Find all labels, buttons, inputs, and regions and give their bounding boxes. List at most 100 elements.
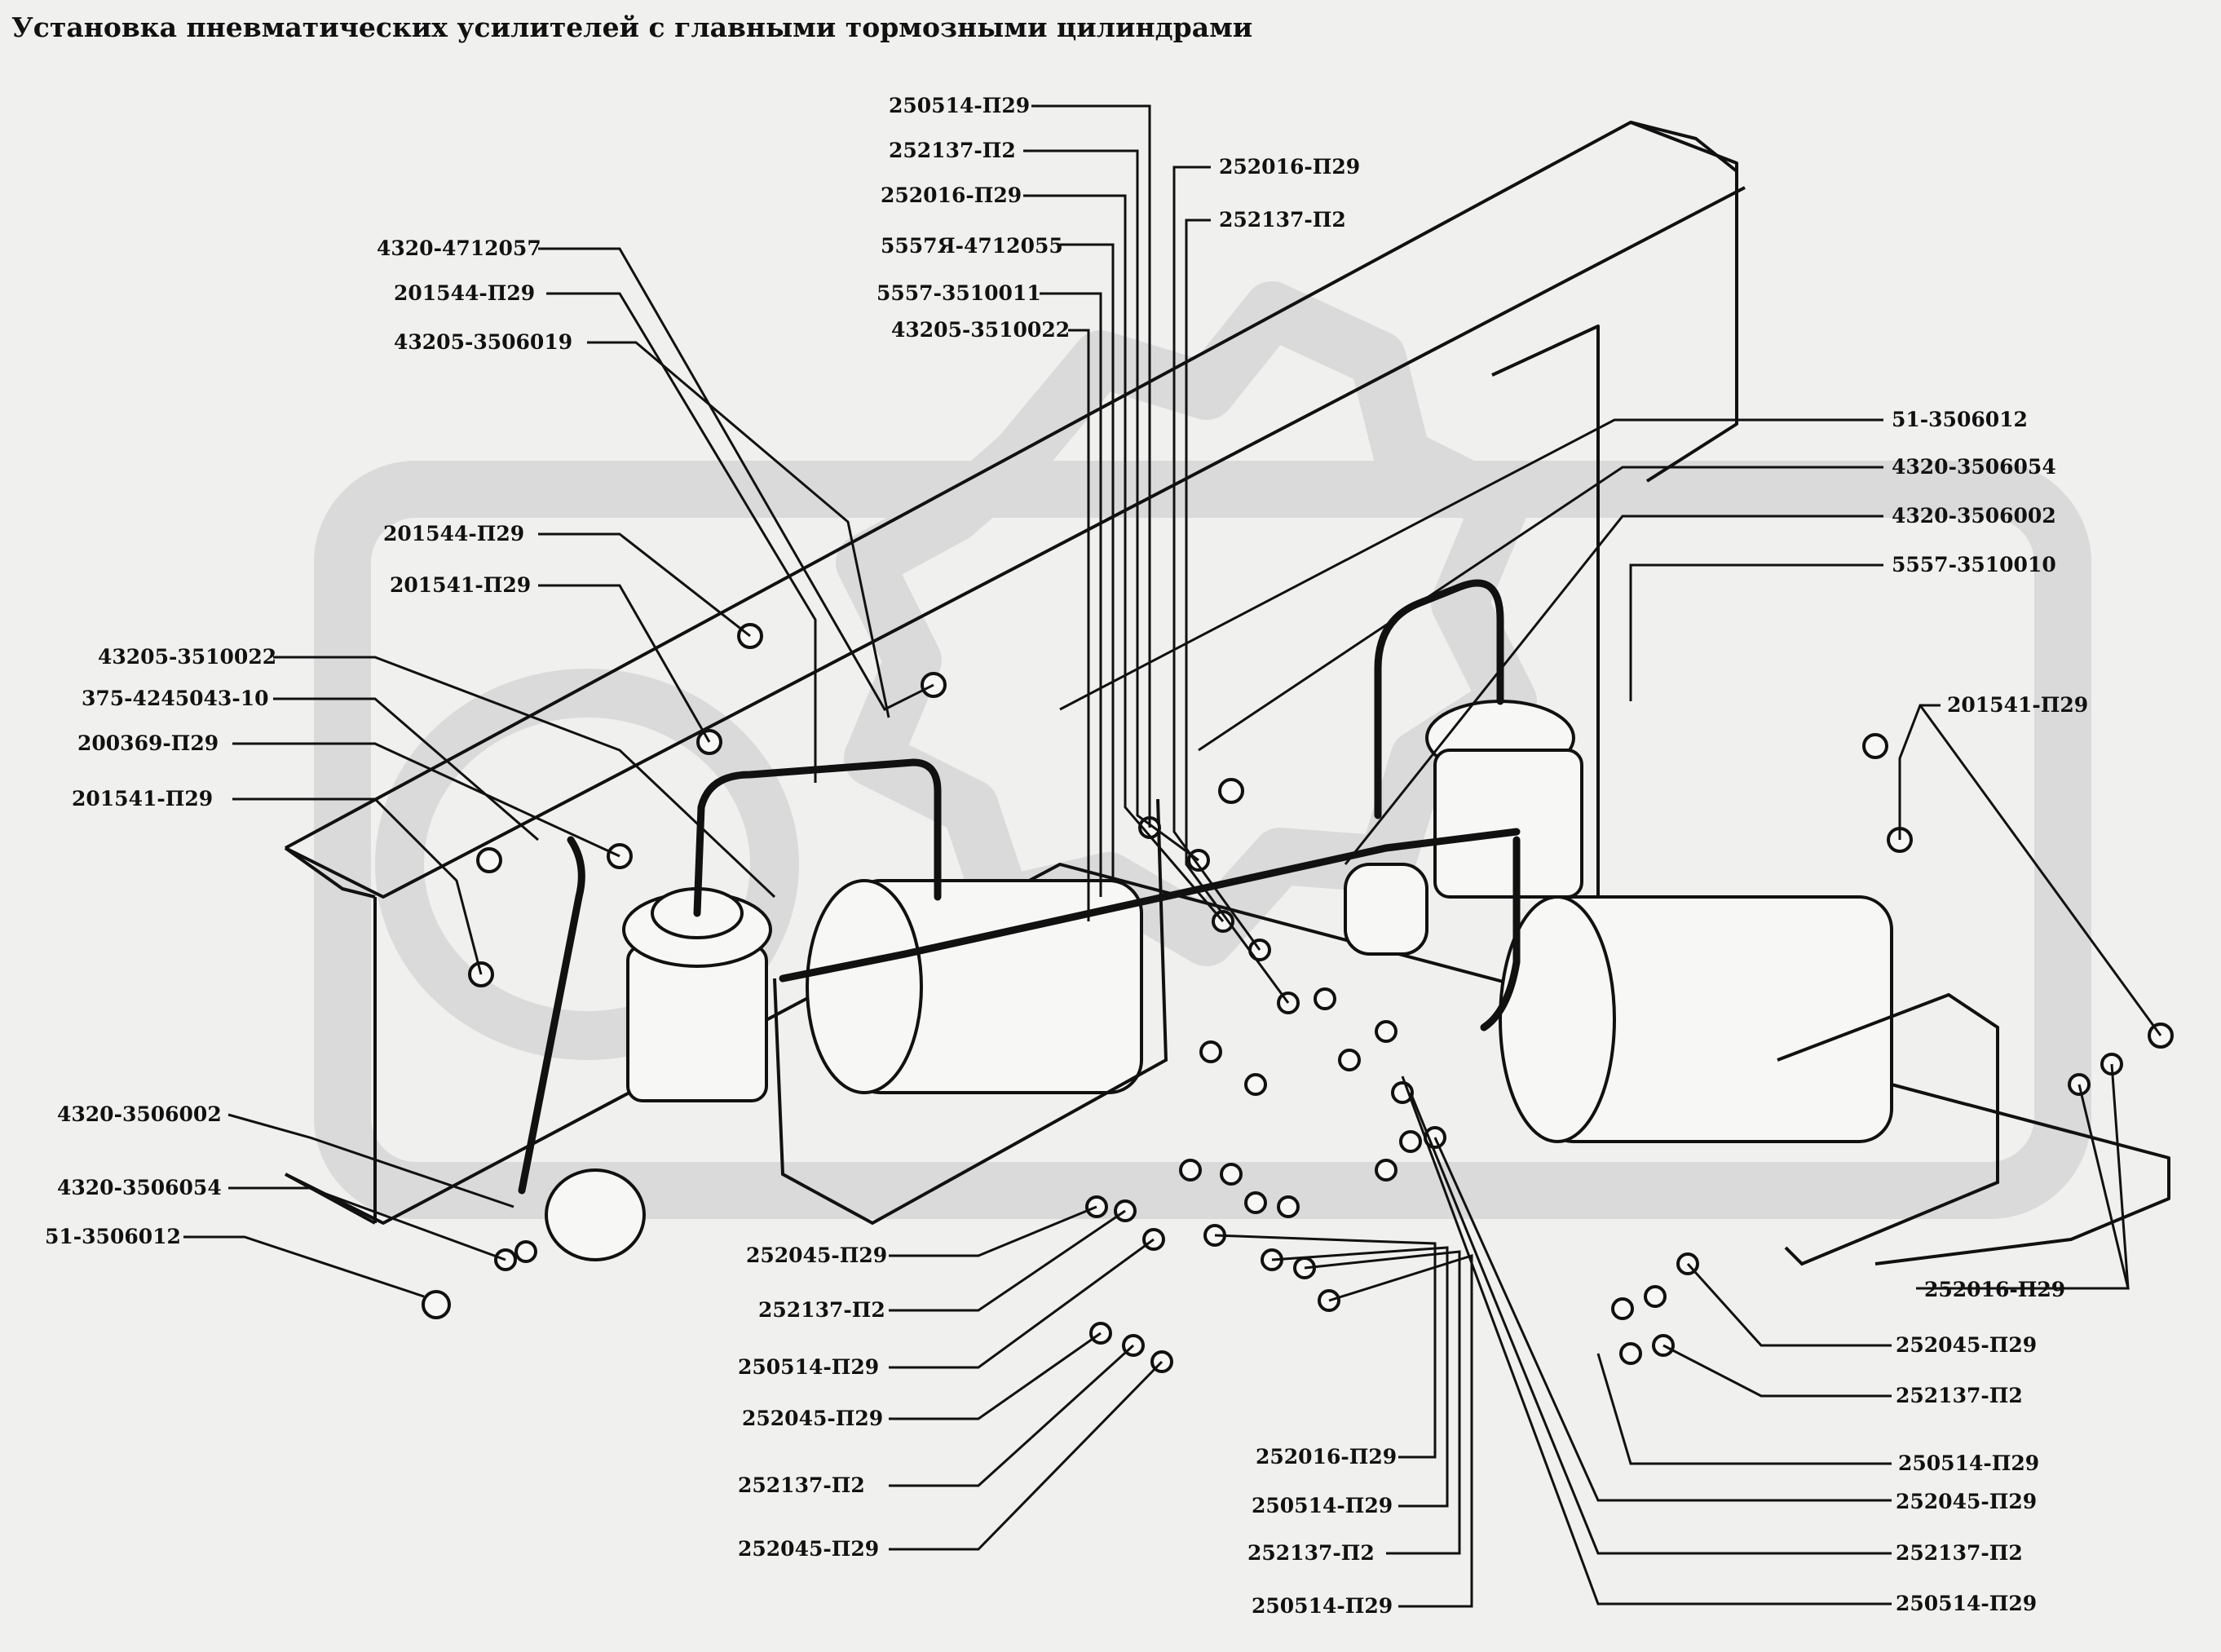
bolt-head bbox=[422, 1290, 451, 1319]
callout-label: 252016-П29 bbox=[881, 183, 1022, 207]
callout-label: 200369-П29 bbox=[77, 731, 219, 755]
leader-line bbox=[1328, 1253, 1473, 1608]
washer bbox=[1244, 1191, 1267, 1214]
washer bbox=[1338, 1049, 1361, 1071]
callout-label: 252137-П2 bbox=[1219, 208, 1346, 232]
left-cylinder-end bbox=[806, 879, 923, 1094]
leader-line bbox=[1919, 705, 2162, 1036]
right-booster-assembly bbox=[1344, 700, 1999, 1266]
callout-label: 252045-П29 bbox=[1896, 1333, 2037, 1357]
frame-rails bbox=[284, 121, 2170, 1266]
callout-label: 252016-П29 bbox=[1924, 1278, 2065, 1301]
washer bbox=[1619, 1342, 1642, 1365]
washer bbox=[1220, 1163, 1243, 1186]
right-cylinder-end bbox=[1499, 895, 1616, 1143]
pipe-left-overhead bbox=[693, 758, 942, 917]
leader-line bbox=[1596, 1353, 1892, 1465]
watermark-frame bbox=[314, 461, 2091, 1219]
callout-label: 51-3506012 bbox=[1892, 408, 2028, 431]
leader-line bbox=[889, 1238, 1155, 1369]
leader-line bbox=[232, 742, 620, 858]
left-bracket bbox=[773, 798, 1168, 1226]
leader-line bbox=[228, 1186, 506, 1261]
left-booster-assembly bbox=[545, 798, 1168, 1261]
page-title: Установка пневматических усилителей с гл… bbox=[11, 11, 1253, 43]
callout-label: 201541-П29 bbox=[72, 787, 213, 811]
washer bbox=[514, 1240, 537, 1263]
leader-line bbox=[889, 1209, 1126, 1312]
callout-label: 250514-П29 bbox=[738, 1355, 879, 1379]
leader-line bbox=[889, 1344, 1135, 1487]
watermark-letter-o bbox=[375, 669, 799, 1060]
frame-plate-right bbox=[1491, 325, 1600, 978]
leader-line bbox=[1344, 515, 1883, 865]
callout-label: 201544-П29 bbox=[394, 281, 535, 305]
leader-line bbox=[227, 1113, 514, 1208]
callout-labels: 250514-П29 252137-П2 252016-П29 5557Я-47… bbox=[45, 94, 2088, 1618]
leader-line bbox=[538, 584, 711, 743]
pipe-left-drop bbox=[518, 836, 585, 1195]
leader-line bbox=[1401, 1076, 1892, 1606]
leader-line bbox=[889, 1360, 1163, 1551]
leader-line bbox=[1433, 1137, 1892, 1502]
bolt-head bbox=[476, 847, 502, 873]
leader-line bbox=[1662, 1344, 1892, 1398]
leader-line bbox=[889, 1332, 1102, 1420]
leader-line bbox=[889, 1205, 1097, 1257]
callout-label: 4320-3506054 bbox=[57, 1176, 222, 1199]
leader-line bbox=[1185, 219, 1290, 1004]
leader-line bbox=[183, 1235, 425, 1298]
leader-line bbox=[1629, 563, 1883, 701]
callout-label: 252137-П2 bbox=[738, 1473, 865, 1497]
callout-label: 4320-3506002 bbox=[1892, 504, 2056, 528]
left-flange bbox=[545, 1168, 646, 1261]
leader-line bbox=[1409, 1092, 1892, 1555]
callout-label: 252045-П29 bbox=[738, 1537, 879, 1561]
leader-line bbox=[1214, 1234, 1437, 1459]
leader-line bbox=[1172, 166, 1261, 951]
callout-label: 252137-П2 bbox=[758, 1298, 885, 1322]
right-valve bbox=[1344, 863, 1428, 956]
callout-label: 5557Я-4712055 bbox=[881, 234, 1063, 258]
callout-label: 5557-3510010 bbox=[1892, 553, 2056, 576]
callout-label: 252137-П2 bbox=[889, 139, 1016, 162]
callout-label: 51-3506012 bbox=[45, 1225, 181, 1248]
frame-flange-left bbox=[284, 846, 376, 899]
leader-line bbox=[1031, 104, 1151, 828]
frame-wall-right bbox=[1630, 121, 1738, 483]
callout-label: 252137-П2 bbox=[1247, 1541, 1375, 1565]
leader-line bbox=[538, 247, 934, 711]
right-end-plate bbox=[1777, 992, 1999, 1266]
callout-label: 250514-П29 bbox=[1252, 1594, 1393, 1618]
callout-label: 43205-3506019 bbox=[394, 330, 572, 354]
leader-line bbox=[1898, 704, 1941, 840]
leader-line bbox=[273, 656, 776, 899]
callout-label: 375-4245043-10 bbox=[82, 687, 269, 710]
left-reservoir-body bbox=[626, 944, 768, 1102]
callout-label: 201541-П29 bbox=[1947, 693, 2088, 717]
bolt-head bbox=[1862, 733, 1888, 759]
leader-line bbox=[2110, 1063, 2130, 1289]
leader-line bbox=[1304, 1250, 1461, 1555]
frame-rail-upper bbox=[285, 186, 1746, 899]
leader-line bbox=[1198, 466, 1883, 752]
washer bbox=[1375, 1159, 1398, 1182]
washer bbox=[1199, 1040, 1222, 1063]
bolt-head bbox=[1218, 778, 1244, 804]
callout-label: 252137-П2 bbox=[1896, 1541, 2023, 1565]
callout-label: 250514-П29 bbox=[1898, 1451, 2039, 1475]
washer bbox=[1644, 1285, 1667, 1308]
callout-label: 4320-3506002 bbox=[57, 1102, 222, 1126]
washer bbox=[1277, 1195, 1300, 1218]
callout-label: 4320-4712057 bbox=[377, 236, 541, 260]
washer bbox=[1244, 1073, 1267, 1096]
callout-label: 252137-П2 bbox=[1896, 1384, 2023, 1407]
leader-line bbox=[1271, 1246, 1449, 1508]
leader-line bbox=[1059, 418, 1883, 711]
washer bbox=[1314, 987, 1336, 1010]
callout-label: 252016-П29 bbox=[1219, 155, 1360, 179]
frame-rail-lower bbox=[285, 863, 2170, 1266]
leader-line bbox=[538, 532, 751, 638]
